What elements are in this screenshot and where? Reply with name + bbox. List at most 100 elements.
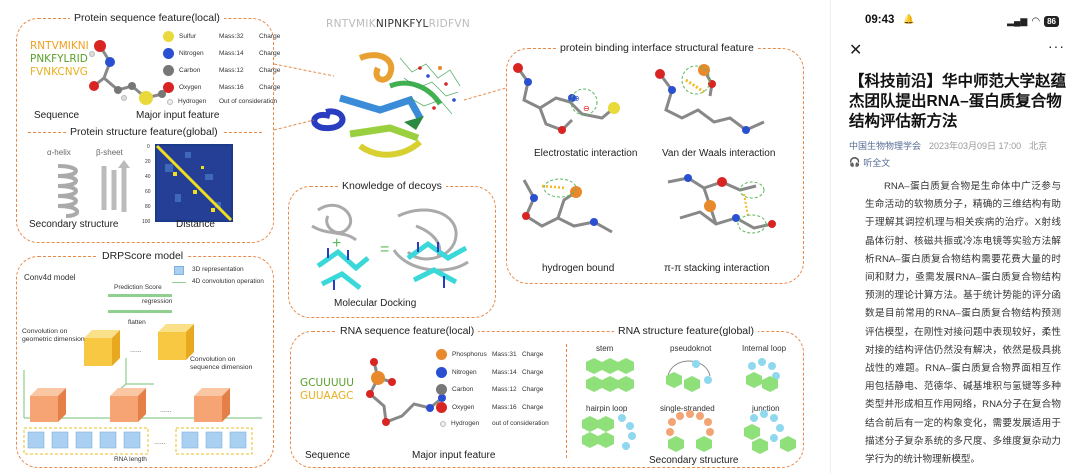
rna-sequence-label: Sequence bbox=[305, 450, 351, 461]
beta-sheet-label: β-sheet bbox=[96, 148, 123, 157]
rna-motifs bbox=[582, 358, 796, 454]
legend-4d-arrow bbox=[172, 282, 186, 283]
svg-text:=: = bbox=[380, 241, 389, 258]
rna-length-label: RNA length bbox=[114, 456, 147, 463]
conv-network-diagram: ...... ...... bbox=[23, 324, 262, 455]
close-icon[interactable]: ✕ bbox=[849, 42, 863, 59]
rna-hydrogen-dot bbox=[440, 420, 446, 427]
oxygen-dot bbox=[163, 82, 174, 93]
sulfur-dot bbox=[163, 31, 174, 42]
figure: Protein sequence feature(local) RNTVMIKN… bbox=[16, 12, 804, 468]
junction-label: junction bbox=[752, 404, 780, 413]
status-icons: ▂▄▆ ◠ 86 bbox=[1007, 16, 1059, 27]
helix-illustration bbox=[57, 164, 79, 218]
top-bar: ✕ ··· bbox=[831, 38, 1080, 60]
article-title: 【科技前沿】华中师范大学赵蕴杰团队提出RNA–蛋白质复合物结构评估新方法 bbox=[849, 73, 1067, 130]
hairpin-loop-label: hairpin loop bbox=[586, 404, 628, 413]
svg-text:60: 60 bbox=[145, 189, 151, 195]
conv-sequence-label: Convolution on sequence dimension bbox=[190, 356, 253, 371]
location: 北京 bbox=[1029, 141, 1048, 151]
internal-loop-label: Internal loop bbox=[742, 344, 787, 353]
svg-text:⊖: ⊖ bbox=[583, 104, 590, 113]
signal-icon: ▂▄▆ bbox=[1007, 16, 1028, 26]
rna-seq-title: RNA sequence feature(local) bbox=[336, 325, 479, 337]
protein-major-feature-label: Major input feature bbox=[136, 110, 220, 121]
drpscore-title: DRPScore model bbox=[98, 250, 188, 262]
rna-struct-title: RNA structure feature(global) bbox=[614, 325, 758, 337]
rna-divider bbox=[566, 344, 567, 458]
distance-map: 0 20 40 60 80 100 bbox=[142, 144, 233, 225]
docking-illustration: + = bbox=[311, 203, 469, 290]
protein-sequence-label: Sequence bbox=[34, 110, 80, 121]
protein-struct-title: Protein structure feature(global) bbox=[66, 126, 222, 138]
flatten-bar bbox=[108, 310, 172, 313]
electrostatic-molecule: ⊕ ⊖ bbox=[513, 63, 620, 134]
stacking-molecule bbox=[667, 174, 776, 234]
svg-text:20: 20 bbox=[145, 159, 151, 165]
svg-text:80: 80 bbox=[145, 204, 151, 210]
hydrogen-dot bbox=[167, 98, 173, 105]
svg-text:40: 40 bbox=[145, 174, 151, 180]
prediction-bar bbox=[108, 294, 172, 297]
sheet-illustration bbox=[101, 160, 130, 212]
pseudoknot-label: pseudoknot bbox=[670, 344, 712, 353]
svg-text:+: + bbox=[332, 235, 341, 252]
binding-title: protein binding interface structural fea… bbox=[556, 42, 758, 54]
stem-label: stem bbox=[596, 344, 614, 353]
svg-text:......: ...... bbox=[154, 439, 166, 446]
hydrogen-bond-molecule bbox=[522, 178, 613, 234]
stacking-label: π-π stacking interaction bbox=[664, 263, 770, 274]
status-bar: 09:43 🔔 ▂▄▆ ◠ 86 bbox=[831, 14, 1080, 30]
conv-geometric-label: Convolution on geometric dimension bbox=[22, 328, 85, 343]
molecular-docking-label: Molecular Docking bbox=[334, 298, 417, 309]
publish-date: 2023年03月09日 17:00 bbox=[929, 141, 1022, 151]
flatten-label: flatten bbox=[128, 319, 146, 326]
rna-feature-box bbox=[290, 331, 804, 468]
protein-ribbon-structure bbox=[311, 52, 461, 158]
svg-text:100: 100 bbox=[142, 219, 151, 225]
rna-carbon-dot bbox=[436, 384, 447, 395]
legend-3d-swatch bbox=[174, 266, 184, 275]
prediction-score-label: Prediction Score bbox=[114, 284, 162, 291]
carbon-dot bbox=[163, 65, 174, 76]
conv4d-label: Conv4d model bbox=[24, 273, 76, 282]
vdw-label: Van der Waals interaction bbox=[662, 148, 776, 159]
distance-label: Distance bbox=[176, 219, 215, 230]
regression-label: regression bbox=[142, 298, 173, 305]
protein-molecule bbox=[89, 40, 166, 105]
alpha-helix-label: α-helix bbox=[47, 148, 71, 157]
rna-sequence: GCUUUUU GUUAAGC bbox=[300, 377, 354, 402]
article-meta: 中国生物物理学会 2023年03月09日 17:00 北京 bbox=[849, 139, 1074, 152]
svg-text:⊕: ⊕ bbox=[573, 94, 580, 103]
hydrogen-bound-label: hydrogen bound bbox=[542, 263, 615, 274]
protein-seq-title: Protein sequence feature(local) bbox=[70, 12, 224, 24]
connector-lines bbox=[273, 63, 507, 131]
listen-button[interactable]: 🎧 听全文 bbox=[849, 156, 890, 169]
rna-major-feature-label: Major input feature bbox=[412, 450, 496, 461]
listen-label: 听全文 bbox=[863, 158, 891, 168]
article-screen: 09:43 🔔 ▂▄▆ ◠ 86 ✕ ··· 【科技前沿】华中师范大学赵蕴杰团队… bbox=[830, 0, 1080, 473]
top-sequence: RNTVMIKNIPNKFYLRIDFVN bbox=[326, 18, 470, 30]
svg-text:0: 0 bbox=[147, 144, 150, 150]
status-time: 09:43 bbox=[865, 14, 895, 26]
secondary-structure-label: Secondary structure bbox=[29, 219, 119, 230]
bell-icon: 🔔 bbox=[903, 14, 915, 24]
rna-oxygen-dot bbox=[436, 402, 447, 413]
more-options-icon[interactable]: ··· bbox=[1048, 38, 1065, 54]
electrostatic-label: Electrostatic interaction bbox=[534, 148, 638, 159]
headphones-icon: 🎧 bbox=[849, 157, 861, 167]
nitrogen-dot bbox=[163, 48, 174, 59]
vdw-molecule bbox=[655, 64, 765, 134]
decoys-title: Knowledge of decoys bbox=[338, 180, 446, 192]
author-link[interactable]: 中国生物物理学会 bbox=[849, 141, 922, 151]
legend-4d-label: 4D convolution operation bbox=[192, 278, 264, 285]
svg-text:......: ...... bbox=[130, 347, 142, 354]
svg-text:......: ...... bbox=[160, 407, 172, 414]
rna-nitrogen-dot bbox=[436, 367, 447, 378]
phosphorus-dot bbox=[436, 349, 447, 360]
legend-3d-label: 3D representation bbox=[192, 266, 244, 273]
battery-indicator: 86 bbox=[1044, 16, 1059, 27]
single-stranded-label: single-stranded bbox=[660, 404, 715, 413]
rna-molecule bbox=[366, 358, 446, 426]
rna-secondary-structure-label: Secondary structure bbox=[649, 455, 739, 466]
